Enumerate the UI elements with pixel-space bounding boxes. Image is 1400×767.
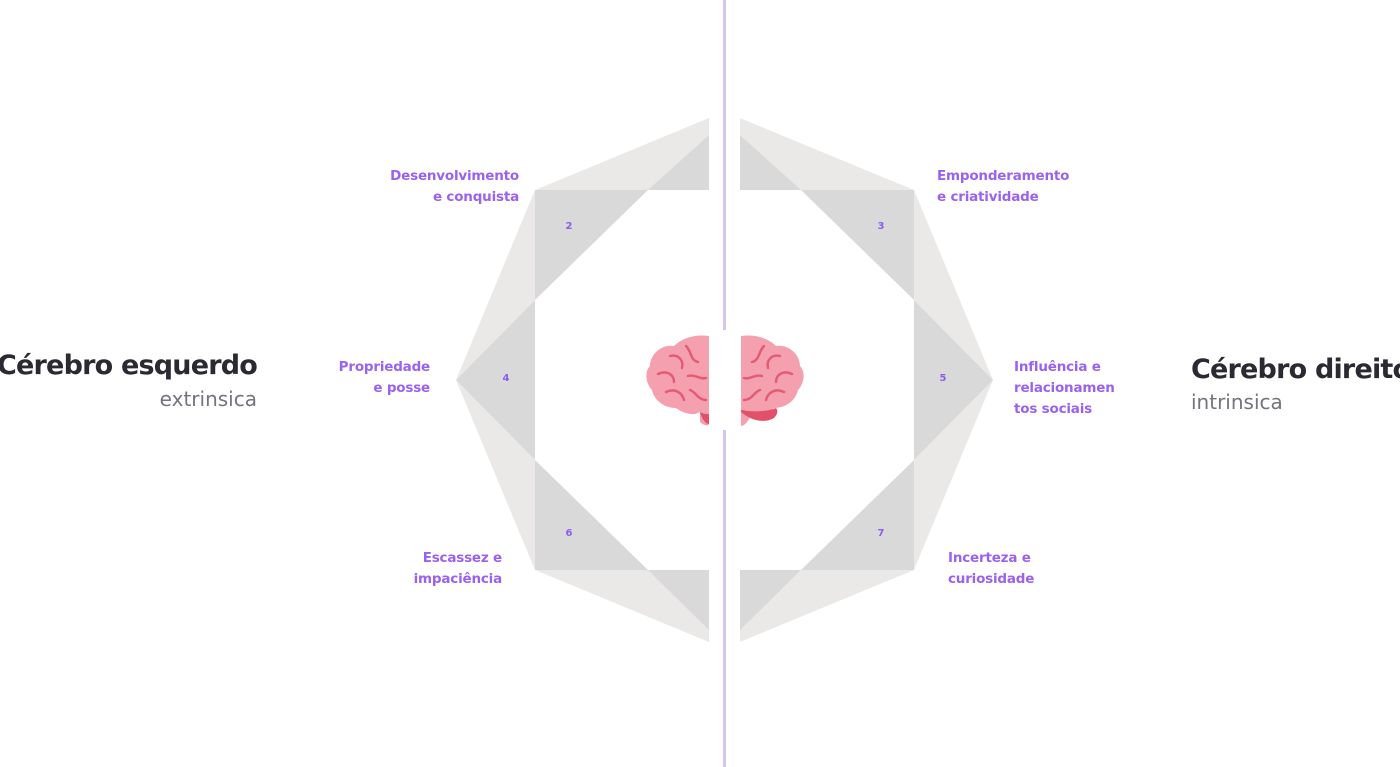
drive-number-3: 3 (871, 221, 891, 232)
left-brain-subtitle: extrinsica (160, 387, 257, 411)
left-lower-triangle (535, 460, 648, 570)
drive-label-7: Incerteza e curiosidade (948, 548, 1034, 590)
drive-label-6: Escassez e impaciência (414, 548, 502, 590)
drive-number-6: 6 (559, 528, 579, 539)
right-upper-triangle (801, 190, 914, 300)
left-upper-triangle (535, 190, 648, 300)
drive-number-7: 7 (871, 528, 891, 539)
drive-label-3: Emponderamento e criatividade (937, 166, 1069, 208)
right-brain-subtitle: intrinsica (1191, 390, 1283, 414)
left-brain-title: Cérebro esquerdo (0, 350, 257, 381)
right-lower-triangle (801, 460, 914, 570)
drive-label-4: Propriedade e posse (339, 357, 430, 399)
brain-icon (640, 330, 810, 430)
right-brain-title: Cérebro direito (1191, 354, 1400, 385)
drive-number-2: 2 (559, 221, 579, 232)
drive-label-2: Desenvolvimento e conquista (390, 166, 519, 208)
drive-number-5: 5 (933, 373, 953, 384)
drive-number-4: 4 (496, 373, 516, 384)
drive-label-5: Influência e relacionamen tos sociais (1014, 357, 1115, 420)
